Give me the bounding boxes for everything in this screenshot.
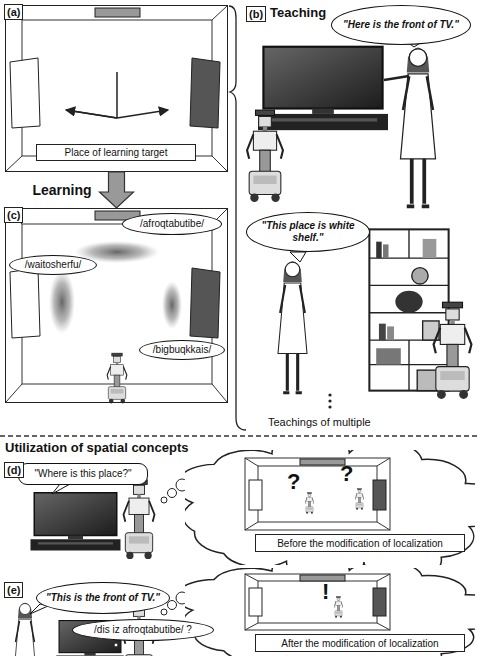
scene-e-part (168, 601, 177, 610)
teaching-shelf-scene-part (328, 393, 331, 396)
room-c-objects-part (10, 268, 40, 338)
scene-d-part (52, 484, 70, 494)
room-c-objects (10, 211, 220, 403)
panel-label: (e) (4, 582, 23, 598)
room-c-objects-part (49, 270, 75, 334)
room-a-objects-part (66, 110, 117, 118)
caption-box: Before the modification of localization (255, 534, 465, 552)
node-text: After the modification of localization (281, 638, 438, 649)
teaching-tv-scene-part (258, 47, 388, 130)
teaching-tv-scene-part (401, 48, 436, 207)
room-a-objects-part (66, 72, 168, 118)
room-a-part (6, 6, 227, 171)
teaching-shelf-scene-part (369, 229, 448, 390)
teaching-shelf-scene-part (434, 302, 472, 399)
scene-e-part (114, 643, 118, 647)
teaching-shelf-scene-part (278, 261, 307, 393)
room-a-objects-part (190, 58, 220, 128)
scene-e-part (334, 596, 342, 617)
question-mark: ? (287, 470, 300, 494)
room-c-objects-part (190, 268, 220, 338)
scene-d-part (373, 480, 386, 510)
scene-d-part (305, 492, 313, 513)
room-a-objects-part (95, 8, 140, 17)
node-text: /dis iz afroqtabutibe/ ? (94, 624, 192, 636)
bracket (229, 6, 246, 430)
scene-e-part (245, 574, 390, 630)
question-mark: ? (340, 462, 353, 486)
node-text: "This place is white shelf." (253, 220, 363, 244)
scene-d-part (245, 458, 390, 530)
teaching-shelf-scene-part (290, 252, 306, 262)
scene-e-part (249, 588, 262, 616)
caption-box: After the modification of localization (255, 634, 465, 652)
scene-d-part (168, 489, 177, 498)
word-bubble: /dis iz afroqtabutibe/ ? (72, 619, 214, 641)
scene-e-part (373, 588, 386, 616)
node-heading: Teaching (270, 5, 326, 20)
panel-frame: (c) /afroqtabutibe/ /waitosherfu/ /bigbuqkk… (5, 208, 228, 403)
node-text: Before the modification of localization (277, 538, 443, 549)
panel-frame: (a) Place of learning target (5, 5, 228, 172)
speech-bubble: "Here is the front of TV." (331, 5, 471, 45)
speech-bubble: "This place is white shelf." (246, 212, 370, 252)
arrow-label: Learning (33, 182, 92, 198)
node-text: Place of learning target (65, 147, 168, 158)
scene-d-part (258, 466, 377, 522)
scene-d-part (245, 458, 390, 530)
scene-e (14, 554, 479, 656)
section-title: Utilization of spatial concepts (5, 440, 188, 455)
teaching-tv-scene-part (384, 76, 409, 80)
node-text: "Where is this place?" (34, 468, 131, 480)
panel-region: (b) Teaching "Here is the front of TV." "Th… (242, 3, 477, 431)
teaching-tv-scene-part (247, 110, 283, 202)
separator (0, 435, 479, 436)
scene-e-part (245, 574, 390, 630)
teaching-shelf-scene-part (328, 405, 331, 408)
exclamation-mark: ! (322, 580, 329, 604)
room-a-objects (10, 8, 220, 128)
word-bubble: /waitosherfu/ (9, 255, 97, 275)
room-a (6, 6, 227, 171)
scene-e-part (258, 581, 377, 623)
scene-d-part (31, 493, 121, 551)
word-bubble: /bigbuqkkais/ (139, 340, 225, 360)
scene-e-part (176, 554, 479, 656)
block-arrow (100, 172, 134, 208)
speech-bubble: "Where is this place?" (18, 463, 148, 485)
scene-d-part (124, 480, 155, 559)
scene-d-part (249, 480, 262, 510)
speech-bubble: "This is the front of TV." (36, 582, 170, 614)
node-text: /afroqtabutibe/ (140, 218, 204, 230)
node-text: "This is the front of TV." (46, 592, 160, 604)
node-text: (a) (4, 4, 23, 20)
room-a-objects-part (10, 58, 40, 128)
word-bubble: /afroqtabutibe/ (122, 213, 222, 235)
scene-d-part (300, 459, 345, 465)
scene-e-part (161, 609, 167, 615)
room-a-part (22, 20, 212, 156)
room-c-objects-part (162, 281, 182, 329)
node-text: /waitosherfu/ (25, 259, 82, 271)
node-text: "Here is the front of TV." (343, 19, 459, 31)
teaching-tv-scene (247, 38, 435, 206)
room-c-objects-part (107, 353, 127, 403)
panel-label: (d) (4, 462, 24, 478)
node-text: /bigbuqkkais/ (153, 344, 211, 356)
scene-d-part (161, 497, 167, 503)
teaching-shelf-scene (278, 229, 471, 408)
node-text: (c) (4, 207, 23, 223)
scene-d-part (355, 488, 363, 509)
node-text: (b) (246, 6, 266, 22)
scene-d-part (176, 432, 479, 582)
note-text: Teachings of multiple (268, 416, 371, 428)
teaching-shelf-scene-part (328, 399, 331, 402)
caption-box: Place of learning target (36, 144, 196, 161)
